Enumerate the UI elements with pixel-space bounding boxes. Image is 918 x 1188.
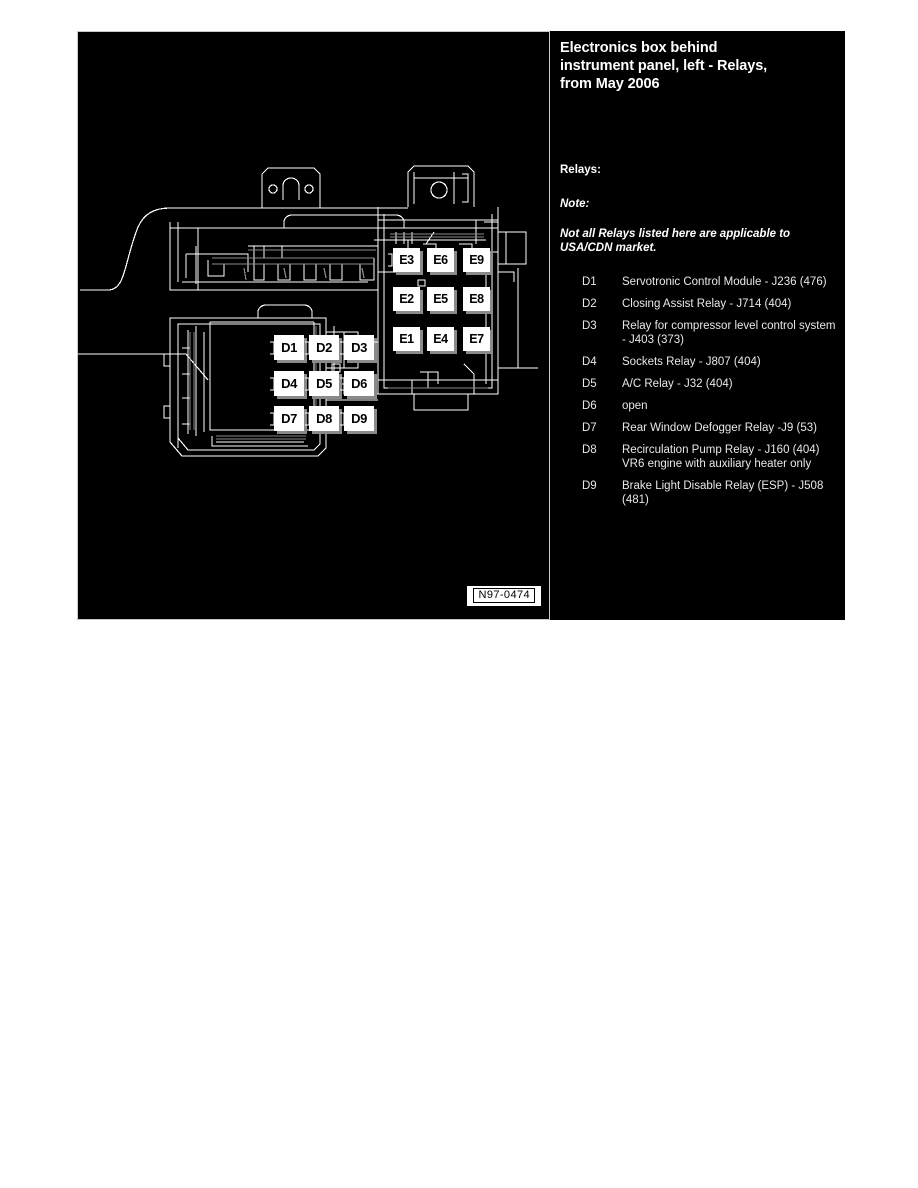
figure-id-label: N97-0474 [473, 588, 535, 603]
relay-code: D9 [582, 480, 597, 492]
relay-list-item: D4 Sockets Relay - J807 (404) [550, 355, 845, 369]
relay-list: D1 Servotronic Control Module - J236 (47… [550, 275, 845, 515]
relay-code: D7 [582, 422, 597, 434]
relay-description: open [622, 400, 648, 412]
relay-list-item: D3 Relay for compressor level control sy… [550, 319, 845, 347]
relay-code: D2 [582, 298, 597, 310]
relay-socket-d2[interactable]: D2 [309, 335, 339, 360]
relay-description: Servotronic Control Module - J236 (476) [622, 276, 827, 288]
relay-code: D3 [582, 320, 597, 332]
relay-legend-panel: Electronics box behind instrument panel,… [550, 31, 845, 620]
relay-description: Recirculation Pump Relay - J160 (404) VR… [622, 444, 820, 470]
relay-socket-e2[interactable]: E2 [393, 287, 420, 311]
relay-socket-e4[interactable]: E4 [427, 327, 454, 351]
note-body: Not all Relays listed here are applicabl… [560, 228, 791, 254]
relay-socket-e9[interactable]: E9 [463, 248, 490, 272]
relay-description: Brake Light Disable Relay (ESP) - J508 (… [622, 480, 824, 506]
relay-list-item: D5 A/C Relay - J32 (404) [550, 377, 845, 391]
relay-socket-e8[interactable]: E8 [463, 287, 490, 311]
relay-socket-d4[interactable]: D4 [274, 371, 304, 396]
relay-description: A/C Relay - J32 (404) [622, 378, 733, 390]
relay-socket-d9[interactable]: D9 [344, 406, 374, 431]
relay-code: D6 [582, 400, 597, 412]
page-title: Electronics box behind instrument panel,… [560, 39, 835, 93]
diagram-panel: D1 D2 D3 D4 D5 D6 D7 D8 D9 E3 E6 E9 E2 E… [77, 31, 550, 620]
relay-socket-d8[interactable]: D8 [309, 406, 339, 431]
relay-code: D1 [582, 276, 597, 288]
relay-socket-d5[interactable]: D5 [309, 371, 339, 396]
relay-code: D4 [582, 356, 597, 368]
relay-list-item: D2 Closing Assist Relay - J714 (404) [550, 297, 845, 311]
relay-socket-d7[interactable]: D7 [274, 406, 304, 431]
relay-description: Rear Window Defogger Relay -J9 (53) [622, 422, 817, 434]
page-title-line-1: Electronics box behind [560, 40, 718, 56]
relay-list-item: D8 Recirculation Pump Relay - J160 (404)… [550, 443, 845, 471]
relay-list-item: D1 Servotronic Control Module - J236 (47… [550, 275, 845, 289]
relay-socket-e7[interactable]: E7 [463, 327, 490, 351]
note-title: Note: [560, 198, 590, 210]
relay-socket-e3[interactable]: E3 [393, 248, 420, 272]
relays-section-title: Relays: [560, 164, 601, 176]
relay-description: Sockets Relay - J807 (404) [622, 356, 761, 368]
relay-socket-d1[interactable]: D1 [274, 335, 304, 360]
relay-list-item: D6 open [550, 399, 845, 413]
relay-code: D8 [582, 444, 597, 456]
relay-socket-d6[interactable]: D6 [344, 371, 374, 396]
relay-socket-e6[interactable]: E6 [427, 248, 454, 272]
page-title-line-3: from May 2006 [560, 76, 660, 92]
relay-list-item: D9 Brake Light Disable Relay (ESP) - J50… [550, 479, 845, 507]
page-title-line-2: instrument panel, left - Relays, [560, 58, 768, 74]
relay-description: Closing Assist Relay - J714 (404) [622, 298, 792, 310]
relay-list-item: D7 Rear Window Defogger Relay -J9 (53) [550, 421, 845, 435]
relay-socket-d3[interactable]: D3 [344, 335, 374, 360]
relay-description: Relay for compressor level control syste… [622, 320, 836, 346]
relay-socket-e5[interactable]: E5 [427, 287, 454, 311]
fuse-box-line-drawing [78, 165, 538, 457]
figure-id-box: N97-0474 [467, 586, 541, 606]
relay-code: D5 [582, 378, 597, 390]
relay-socket-e1[interactable]: E1 [393, 327, 420, 351]
